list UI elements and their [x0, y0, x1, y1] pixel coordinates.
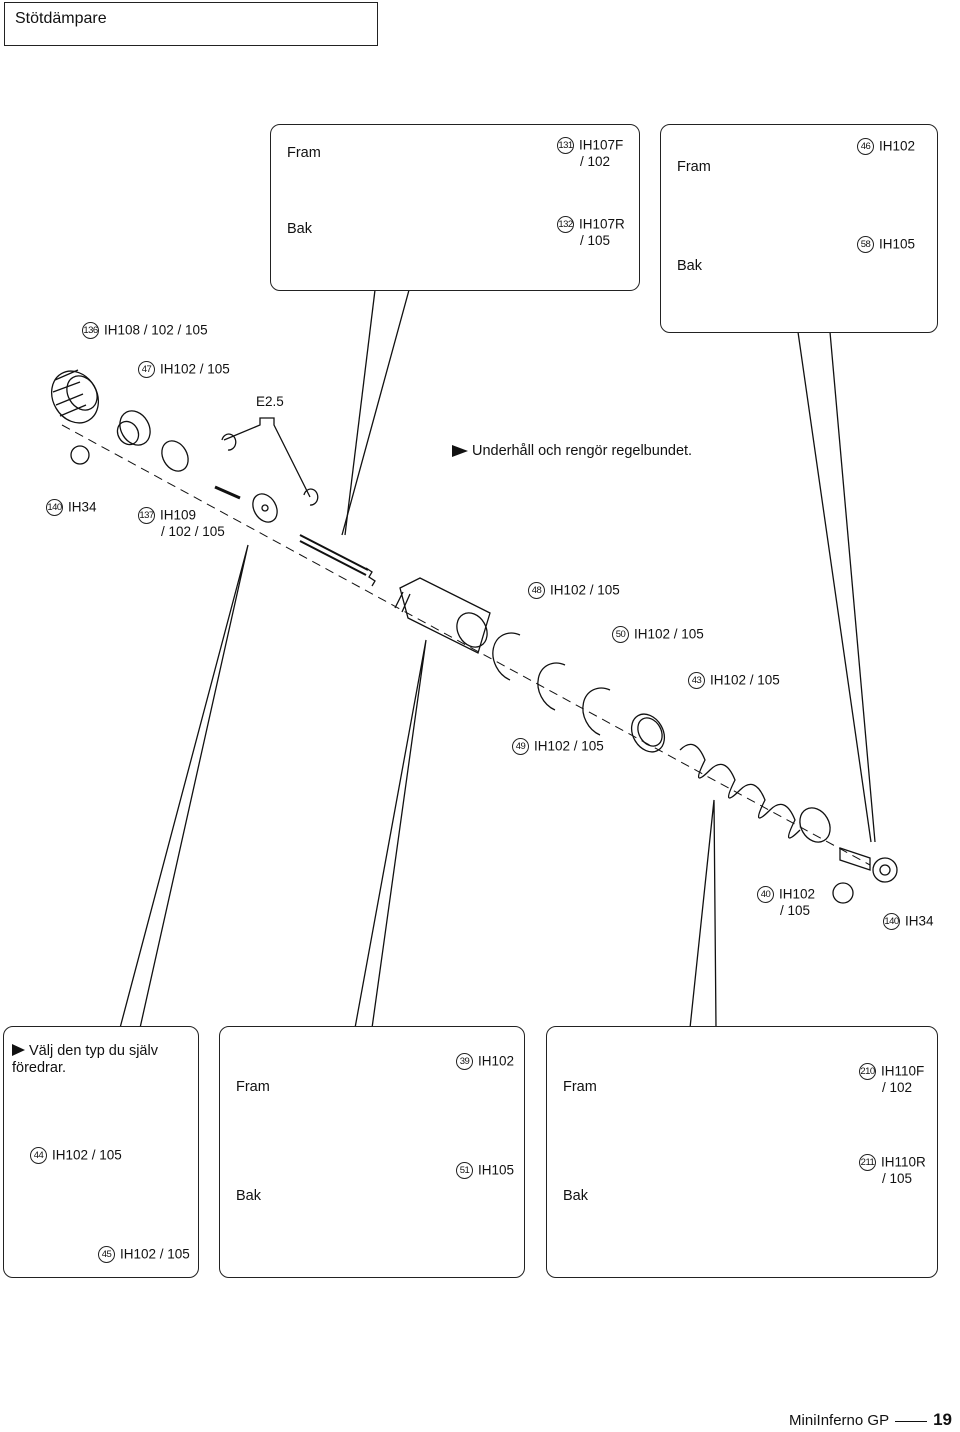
page-footer: MiniInferno GP 19 [789, 1410, 952, 1430]
e-clip-size: E2.5 [256, 394, 284, 409]
product-name: MiniInferno GP [789, 1412, 890, 1429]
spring-rear-label: Bak [563, 1188, 588, 1204]
page-title: Stötdämpare [4, 2, 378, 46]
body-rear-label: Bak [236, 1188, 261, 1204]
shaft-rear-label: Bak [287, 221, 312, 237]
body-front-label: Fram [236, 1079, 270, 1095]
spring-front-label: Fram [563, 1079, 597, 1095]
shaft-front-label: Fram [287, 145, 321, 161]
arrow-icon [12, 1044, 25, 1056]
rod-end-rear-label: Bak [677, 258, 702, 274]
maintenance-note: Underhåll och rengör regelbundet. [472, 443, 693, 459]
page-number: 19 [933, 1410, 952, 1429]
choose-note: Välj den typ du själv föredrar. [12, 1043, 158, 1076]
rod-end-front-label: Fram [677, 159, 711, 175]
